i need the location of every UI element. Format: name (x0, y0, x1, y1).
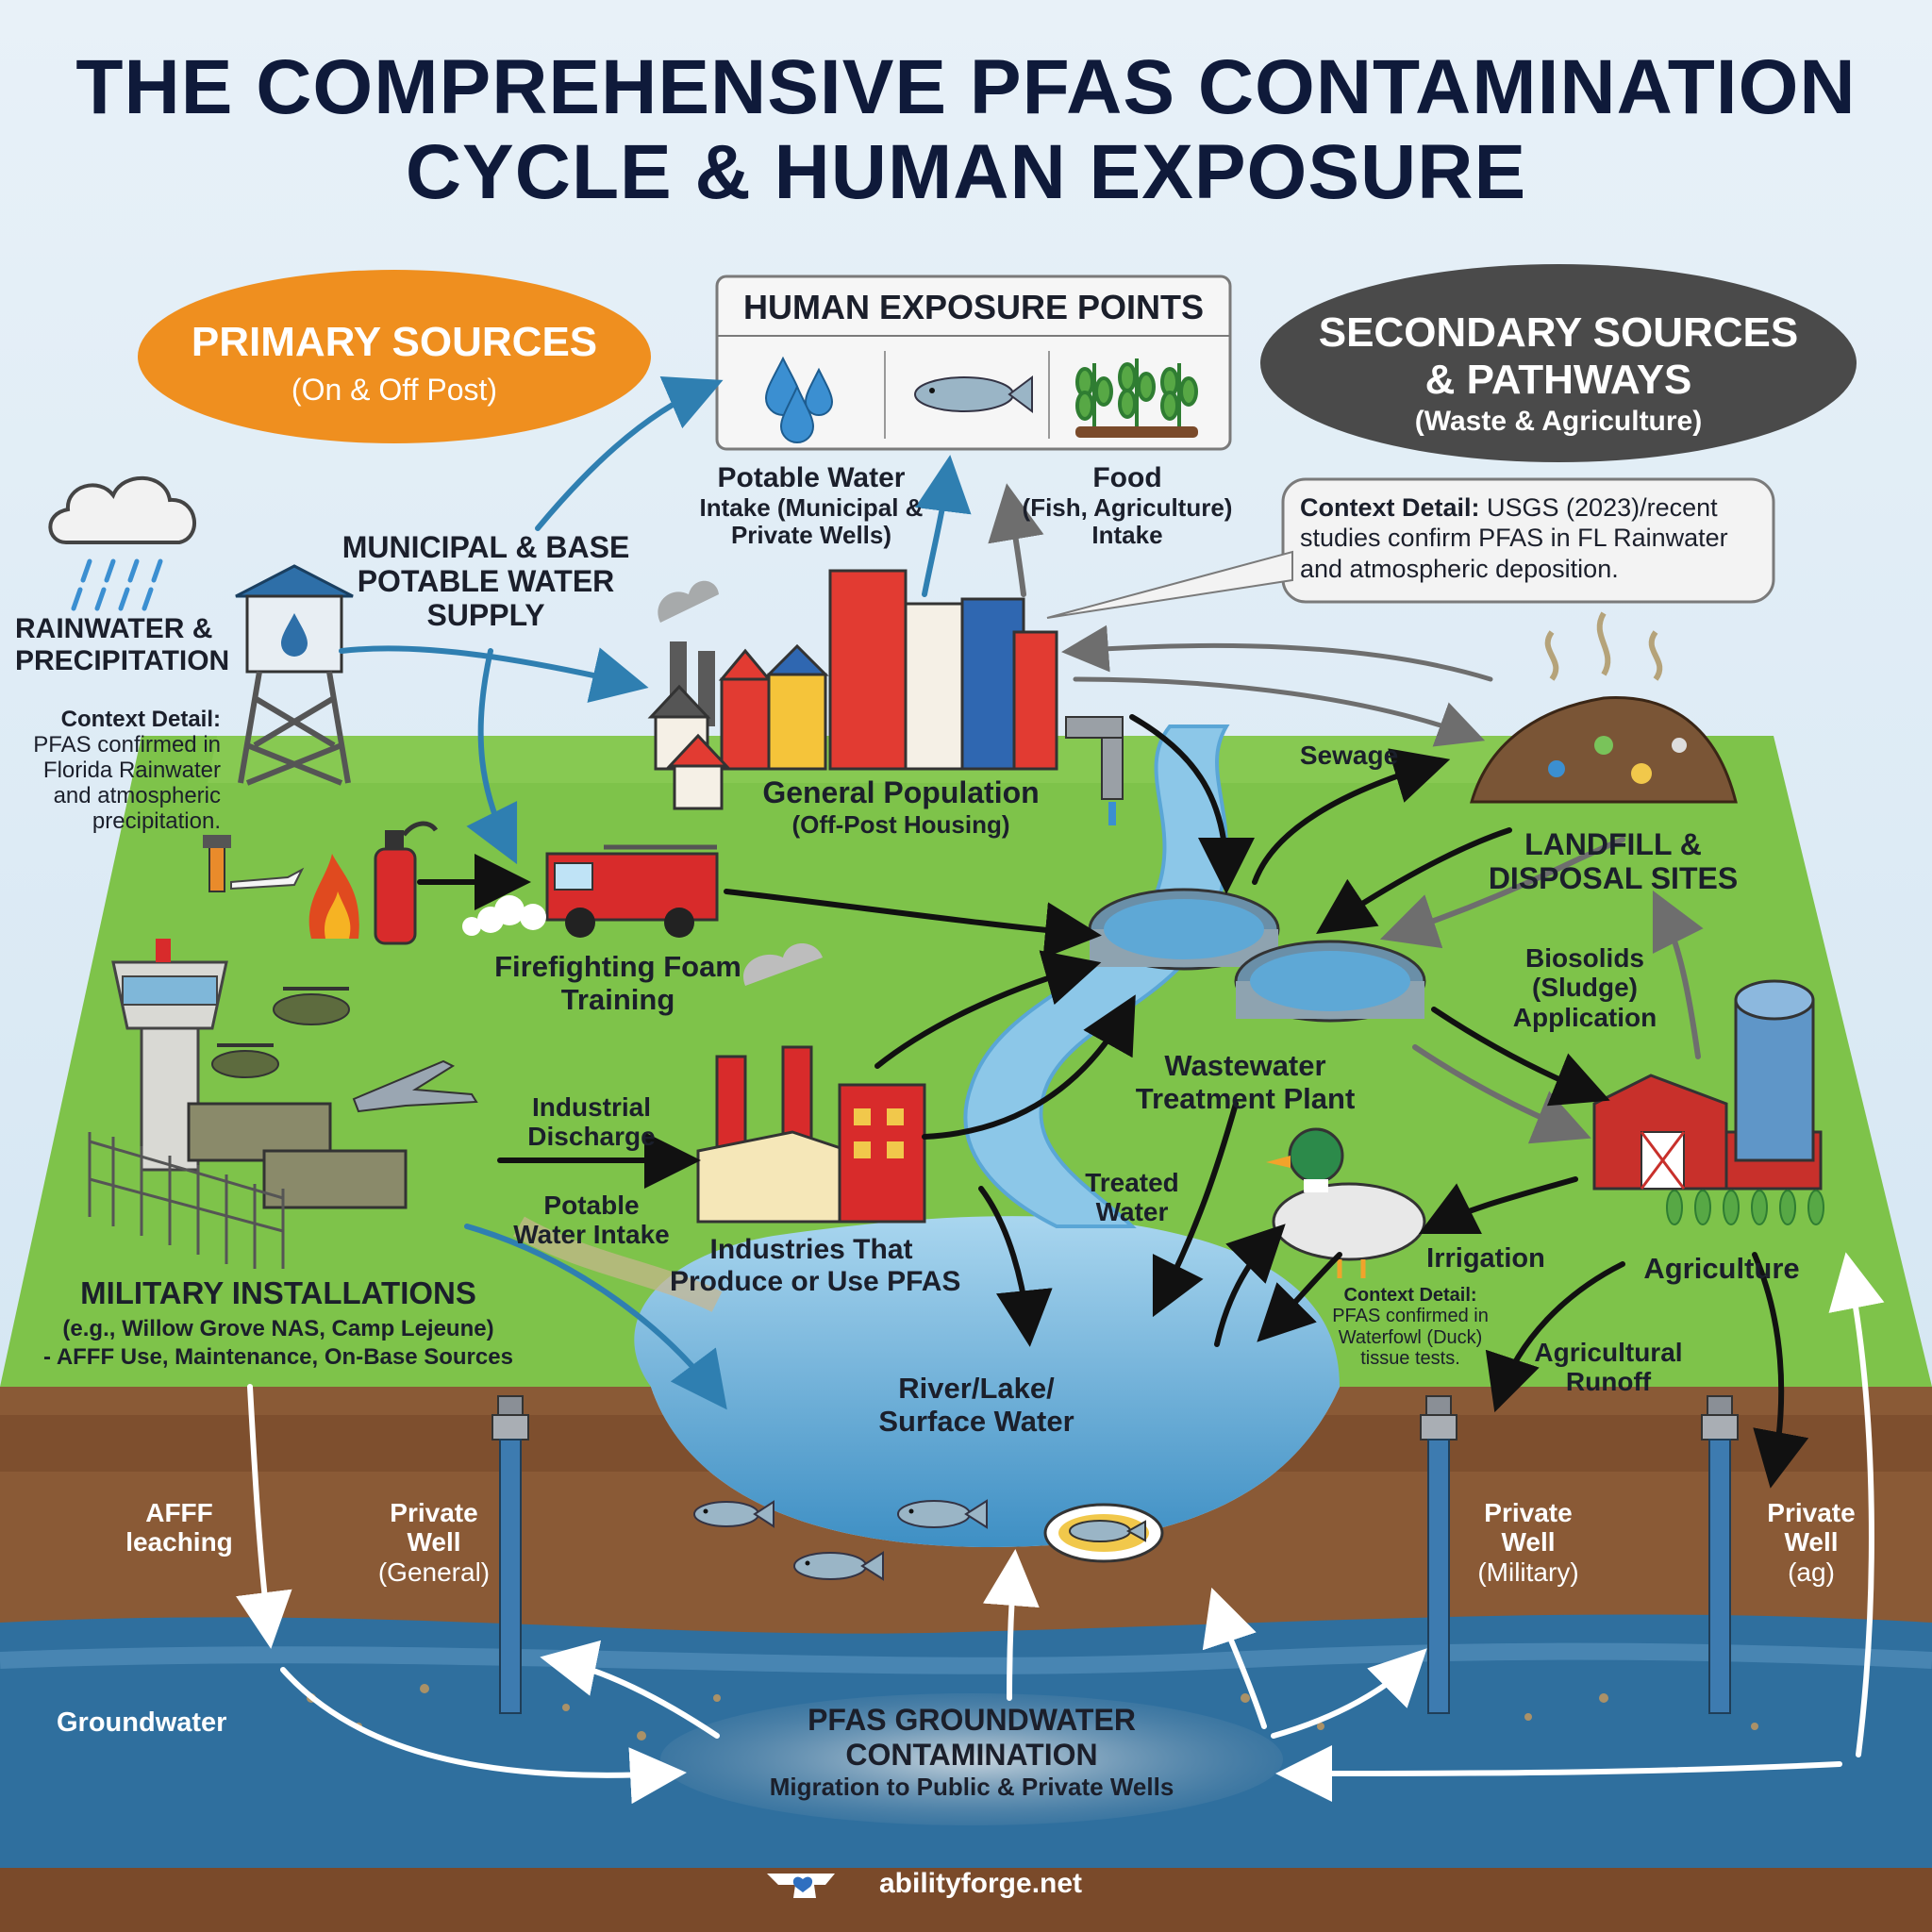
industrial-discharge-label: Industrial Discharge (527, 1092, 656, 1152)
exposure-points-title: HUMAN EXPOSURE POINTS (742, 288, 1205, 326)
afff-leaching-label: AFFF leaching (125, 1498, 233, 1557)
page-title: THE COMPREHENSIVE PFAS CONTAMINATION CYC… (0, 44, 1932, 216)
well-military-icon (1420, 1395, 1457, 1714)
control-tower-icon (111, 939, 228, 1172)
agriculture-label: Agriculture (1643, 1252, 1800, 1285)
contamination-title-1: PFAS GROUNDWATER (808, 1703, 1136, 1737)
general-population-subtitle: (Off-Post Housing) (791, 810, 1010, 839)
duck-icon (1266, 1127, 1426, 1278)
well-ag-label: Private Well (ag) (1767, 1498, 1856, 1587)
general-population-title: General Population (762, 775, 1040, 809)
well-general-label: Private Well (General) (377, 1498, 491, 1587)
well-military-label: Private Well (Military) (1477, 1498, 1579, 1587)
landfill-label: LANDFILL & DISPOSAL SITES (1488, 827, 1739, 895)
potable-water-intake-label: Potable Water Intake (Municipal & Privat… (699, 462, 924, 549)
industries-label: Industries That Produce or Use PFAS (670, 1234, 961, 1297)
fish-icon (914, 375, 1033, 413)
control-tower-small-icon (203, 835, 231, 892)
crops-icon (1075, 358, 1198, 438)
surface-water-label: River/Lake/ Surface Water (878, 1372, 1074, 1438)
secondary-sources-ellipse (1260, 264, 1857, 462)
irrigation-label: Irrigation (1426, 1243, 1545, 1274)
military-title: MILITARY INSTALLATIONS (80, 1275, 476, 1310)
brand-name: abilityforge.net (879, 1868, 1083, 1899)
faucet-icon (1065, 716, 1124, 825)
title-line-1: THE COMPREHENSIVE PFAS CONTAMINATION (75, 44, 1857, 130)
city-buildings-icon (647, 569, 1058, 810)
secondary-sources-subtitle: (Waste & Agriculture) (1414, 406, 1703, 437)
rainwater-label: RAINWATER & PRECIPITATION (15, 613, 230, 676)
fire-icon (308, 854, 359, 939)
well-general-icon (491, 1395, 529, 1714)
helicopter-icon (211, 987, 350, 1078)
well-ag-icon (1701, 1395, 1739, 1714)
treated-water-label: Treated Water (1085, 1168, 1179, 1227)
airplane-icon (230, 867, 305, 891)
barracks-icon (187, 1102, 408, 1209)
title-line-2: CYCLE & HUMAN EXPOSURE (405, 129, 1527, 216)
rainwater-context: Context Detail: PFAS confirmed in Florid… (33, 707, 221, 834)
potable-water-intake-river-label: Potable Water Intake (513, 1191, 670, 1250)
fighter-jet-icon (352, 1059, 478, 1113)
primary-sources-ellipse (138, 270, 651, 443)
water-tower-icon (235, 564, 354, 786)
military-line1: (e.g., Willow Grove NAS, Camp Lejeune) (62, 1316, 494, 1341)
water-drops-icon (764, 356, 834, 443)
water-supply-label: MUNICIPAL & BASE POTABLE WATER SUPPLY (341, 530, 630, 632)
wastewater-tanks-icon (1088, 888, 1426, 1023)
primary-sources-subtitle: (On & Off Post) (291, 373, 498, 407)
biosolids-label: Biosolids (Sludge) Application (1512, 943, 1657, 1032)
fence-icon (88, 1132, 285, 1269)
duck-context: Context Detail: PFAS confirmed in Waterf… (1332, 1285, 1489, 1370)
military-line2: - AFFF Use, Maintenance, On-Base Sources (43, 1344, 513, 1370)
secondary-sources-line2: & PATHWAYS (1424, 357, 1692, 403)
secondary-sources-line1: SECONDARY SOURCES (1318, 309, 1799, 356)
usgs-callout (1046, 477, 1775, 619)
contamination-title-2: CONTAMINATION (845, 1738, 1098, 1772)
silo-icon (1734, 979, 1815, 1162)
primary-sources-title: PRIMARY SOURCES (191, 319, 598, 365)
landfill-icon (1470, 611, 1738, 804)
factory-icon (696, 943, 926, 1224)
food-intake-label: Food (Fish, Agriculture) Intake (1022, 462, 1233, 549)
fire-extinguisher-icon (374, 821, 439, 945)
agricultural-runoff-label: Agricultural Runoff (1534, 1338, 1683, 1397)
wastewater-label: Wastewater Treatment Plant (1135, 1049, 1356, 1115)
flow-arrows (236, 375, 1885, 1805)
contamination-plume (660, 1693, 1283, 1825)
fish-group (693, 1499, 988, 1581)
anvil-heart-icon (767, 1874, 835, 1898)
foam-training-label: Firefighting Foam Training (494, 950, 741, 1016)
rain-cloud-icon (48, 475, 196, 611)
groundwater-label: Groundwater (57, 1707, 227, 1738)
crop-rows-icon (1666, 1190, 1824, 1225)
fire-truck-icon (545, 844, 719, 938)
contamination-subtitle: Migration to Public & Private Wells (769, 1773, 1174, 1801)
fish-plate-icon (1043, 1503, 1164, 1563)
usgs-context-text: Context Detail: USGS (2023)/recent studi… (1300, 493, 1728, 583)
sewage-label: Sewage (1299, 741, 1399, 770)
